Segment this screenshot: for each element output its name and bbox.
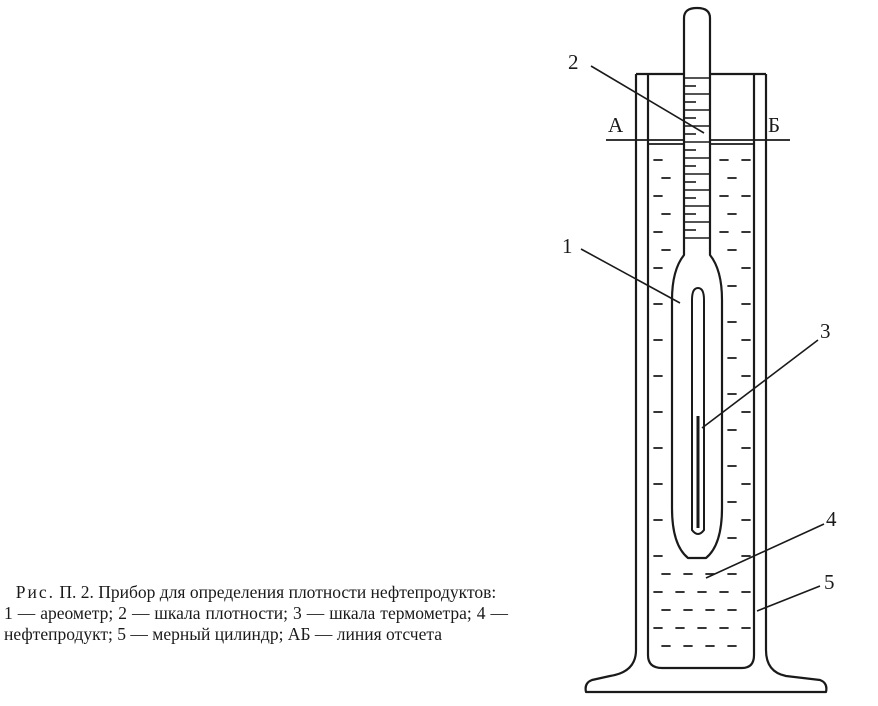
thermometer-tube bbox=[691, 286, 705, 535]
label-line-start: А bbox=[608, 113, 624, 137]
leader-line-1 bbox=[580, 248, 681, 304]
leader-line-2 bbox=[590, 65, 705, 134]
label-density-scale: 2 bbox=[568, 50, 579, 74]
label-measuring-cylinder: 5 bbox=[824, 570, 835, 594]
label-oil-product: 4 bbox=[826, 507, 837, 531]
leader-line-4 bbox=[705, 523, 825, 579]
label-hydrometer: 1 bbox=[562, 234, 573, 258]
density-scale-ticks bbox=[685, 77, 709, 239]
oil-product-liquid bbox=[653, 159, 751, 647]
caption-lead: Рис. bbox=[15, 582, 55, 602]
leader-line-5 bbox=[756, 585, 821, 612]
caption-title: П. 2. Прибор для определения плотности н… bbox=[59, 582, 497, 602]
caption-legend: 1 — ареометр; 2 — шкала плотности; 3 — ш… bbox=[4, 603, 508, 644]
label-line-end: Б bbox=[768, 113, 780, 137]
hydrometer bbox=[670, 6, 724, 560]
label-thermometer-scale: 3 bbox=[820, 319, 831, 343]
cylinder-inner-wall bbox=[646, 74, 756, 670]
leader-line-3 bbox=[701, 339, 819, 429]
callout-labels: 2 А Б 1 3 4 5 bbox=[562, 50, 837, 594]
caption-title-block: Рис. П. 2. Прибор для определения плотно… bbox=[4, 582, 508, 603]
hydrometer-body bbox=[670, 6, 724, 560]
figure-caption: Рис. П. 2. Прибор для определения плотно… bbox=[4, 582, 508, 645]
leader-lines bbox=[580, 65, 825, 612]
cylinder-outer-wall bbox=[584, 74, 828, 694]
